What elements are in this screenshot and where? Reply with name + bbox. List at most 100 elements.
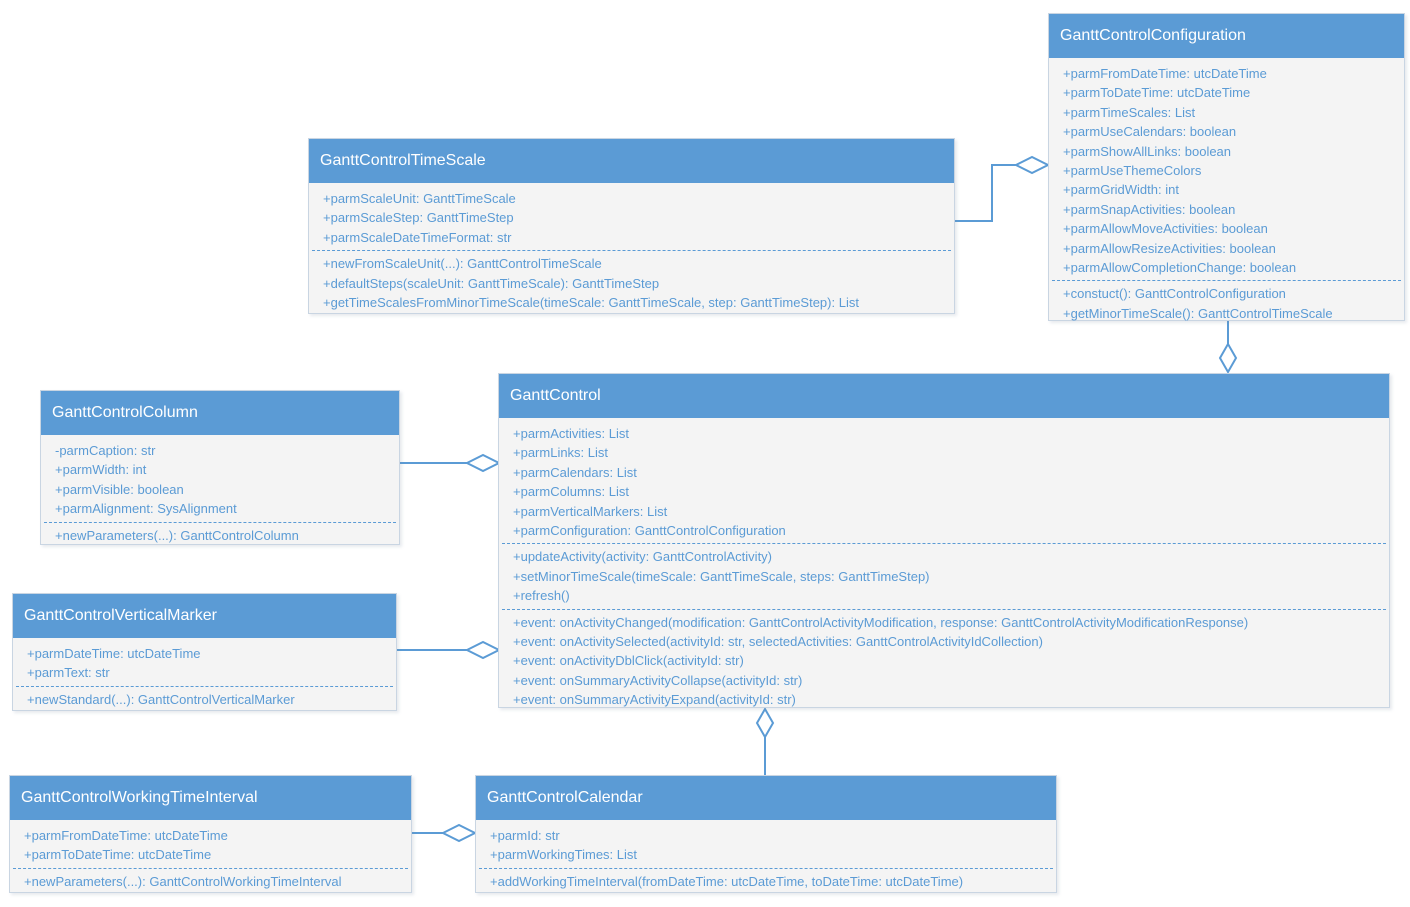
class-member: +parmAllowCompletionChange: boolean <box>1063 260 1297 276</box>
class-member: +addWorkingTimeInterval(fromDateTime: ut… <box>490 873 964 889</box>
class-box-gantt-control-configuration: GanttControlConfiguration +parmFromDateT… <box>1048 13 1405 321</box>
class-member: +parmId: str <box>490 828 560 843</box>
class-title: GanttControlWorkingTimeInterval <box>10 776 411 820</box>
class-member: +getTimeScalesFromMinorTimeScale(timeSca… <box>323 295 859 311</box>
class-member: +parmUseCalendars: boolean <box>1063 124 1237 140</box>
events-section: +event: onActivityChanged(modification: … <box>499 613 1389 710</box>
class-body: +parmActivities: List +parmLinks: List +pa… <box>499 418 1389 714</box>
connector-verticalmarker-to-ganttcontrol <box>397 640 502 660</box>
attributes-section: +parmScaleUnit: GanttTimeScale +parmScale… <box>309 189 954 247</box>
class-member: +parmScaleDateTimeFormat: str <box>323 229 512 245</box>
section-divider <box>502 543 1386 545</box>
section-divider <box>479 867 1053 869</box>
class-member: +newParameters(...): GanttControlWorking… <box>24 873 342 889</box>
connector-workingtimeinterval-to-calendar <box>412 823 478 843</box>
aggregation-diamond-icon <box>1013 155 1051 175</box>
class-member: +parmScaleUnit: GanttTimeScale <box>323 191 516 206</box>
class-member: +newStandard(...): GanttControlVerticalM… <box>27 691 295 707</box>
section-divider <box>16 685 393 687</box>
class-member: +event: onActivityDblClick(activityId: s… <box>513 653 744 669</box>
class-title: GanttControlColumn <box>41 391 399 435</box>
aggregation-diamond-icon <box>464 640 502 660</box>
class-member: -parmCaption: str <box>55 443 156 458</box>
class-member: +parmColumns: List <box>513 484 629 500</box>
class-title: GanttControlConfiguration <box>1049 14 1404 58</box>
class-member: +parmAllowResizeActivities: boolean <box>1063 240 1276 256</box>
attributes-section: +parmFromDateTime: utcDateTime +parmToDat… <box>1049 64 1404 277</box>
class-member: +parmCalendars: List <box>513 464 637 480</box>
class-member: +parmVisible: boolean <box>55 481 184 497</box>
class-member: +parmSnapActivities: boolean <box>1063 201 1236 217</box>
methods-section: +newFromScaleUnit(...): GanttControlTime… <box>309 254 954 312</box>
class-member: +parmWorkingTimes: List <box>490 847 638 863</box>
connector-calendar-to-ganttcontrol <box>755 706 775 775</box>
class-body: +parmScaleUnit: GanttTimeScale +parmScale… <box>309 183 954 316</box>
section-divider <box>13 867 408 869</box>
class-member: +parmWidth: int <box>55 462 147 478</box>
class-member: +parmFromDateTime: utcDateTime <box>24 828 228 843</box>
connector-timescale-to-configuration <box>955 155 1051 222</box>
class-member: +parmConfiguration: GanttControlConfigur… <box>513 523 786 539</box>
class-member: +defaultSteps(scaleUnit: GanttTimeScale)… <box>323 275 660 291</box>
aggregation-diamond-icon <box>440 823 478 843</box>
section-divider <box>44 521 396 523</box>
methods-section: +addWorkingTimeInterval(fromDateTime: ut… <box>476 872 1056 891</box>
class-member: +parmVerticalMarkers: List <box>513 503 668 519</box>
class-box-gantt-control-calendar: GanttControlCalendar +parmId: str +parmWo… <box>475 775 1057 893</box>
class-member: +updateActivity(activity: GanttControlAc… <box>513 549 773 565</box>
class-member: +parmLinks: List <box>513 445 609 461</box>
class-member: +event: onSummaryActivityCollapse(activi… <box>513 672 803 688</box>
class-member: +event: onActivitySelected(activityId: s… <box>513 634 1043 650</box>
class-title: GanttControlVerticalMarker <box>13 594 396 638</box>
attributes-section: -parmCaption: str +parmWidth: int +parmVis… <box>41 441 399 519</box>
class-member: +parmDateTime: utcDateTime <box>27 646 201 661</box>
class-body: -parmCaption: str +parmWidth: int +parmVis… <box>41 435 399 549</box>
aggregation-diamond-icon <box>1218 341 1238 375</box>
class-member: +parmAlignment: SysAlignment <box>55 501 237 517</box>
section-divider <box>502 608 1386 610</box>
class-member: +parmActivities: List <box>513 426 629 441</box>
methods-section: +newStandard(...): GanttControlVerticalM… <box>13 690 396 709</box>
class-box-gantt-control-column: GanttControlColumn -parmCaption: str +par… <box>40 390 400 545</box>
class-member: +parmToDateTime: utcDateTime <box>1063 85 1251 101</box>
class-body: +parmFromDateTime: utcDateTime +parmToDat… <box>1049 58 1404 327</box>
class-member: +parmUseThemeColors <box>1063 163 1202 179</box>
attributes-section: +parmFromDateTime: utcDateTime +parmToDat… <box>10 826 411 865</box>
attributes-section: +parmId: str +parmWorkingTimes: List <box>476 826 1056 865</box>
class-title: GanttControlTimeScale <box>309 139 954 183</box>
class-member: +event: onActivityChanged(modification: … <box>513 614 1249 630</box>
class-title: GanttControlCalendar <box>476 776 1056 820</box>
class-box-gantt-control-time-scale: GanttControlTimeScale +parmScaleUnit: Ga… <box>308 138 955 314</box>
class-member: +parmShowAllLinks: boolean <box>1063 143 1232 159</box>
class-member: +setMinorTimeScale(timeScale: GanttTimeS… <box>513 568 930 584</box>
class-member: +newFromScaleUnit(...): GanttControlTime… <box>323 256 602 272</box>
class-body: +parmId: str +parmWorkingTimes: List +add… <box>476 820 1056 895</box>
methods-section: +newParameters(...): GanttControlWorking… <box>10 872 411 891</box>
section-divider <box>312 250 951 252</box>
methods-section: +newParameters(...): GanttControlColumn <box>41 526 399 545</box>
connector-configuration-to-ganttcontrol <box>1218 321 1238 375</box>
class-member: +event: onSummaryActivityExpand(activity… <box>513 692 796 708</box>
aggregation-diamond-icon <box>464 453 502 473</box>
class-body: +parmDateTime: utcDateTime+parmText: str… <box>13 638 396 713</box>
class-member: +parmGridWidth: int <box>1063 182 1179 198</box>
class-box-gantt-control-working-time-interval: GanttControlWorkingTimeInterval +parmFro… <box>9 775 412 893</box>
class-member: +parmAllowMoveActivities: boolean <box>1063 221 1268 237</box>
class-member: +newParameters(...): GanttControlColumn <box>55 527 299 543</box>
methods-section: +updateActivity(activity: GanttControlAc… <box>499 547 1389 605</box>
class-member: +parmFromDateTime: utcDateTime <box>1063 66 1267 81</box>
connector-column-to-ganttcontrol <box>400 453 502 473</box>
connector-line <box>955 164 1016 222</box>
methods-section: +constuct(): GanttControlConfiguration+g… <box>1049 284 1404 323</box>
class-body: +parmFromDateTime: utcDateTime +parmToDat… <box>10 820 411 895</box>
class-member: +parmToDateTime: utcDateTime <box>24 847 212 863</box>
attributes-section: +parmActivities: List +parmLinks: List +pa… <box>499 424 1389 540</box>
class-box-gantt-control-vertical-marker: GanttControlVerticalMarker +parmDateTime… <box>12 593 397 711</box>
section-divider <box>1052 280 1401 282</box>
class-member: +refresh() <box>513 588 570 604</box>
class-member: +parmTimeScales: List <box>1063 104 1196 120</box>
class-member: +parmScaleStep: GanttTimeStep <box>323 210 514 226</box>
class-box-gantt-control: GanttControl +parmActivities: List+parmL… <box>498 373 1390 708</box>
attributes-section: +parmDateTime: utcDateTime+parmText: str <box>13 644 396 683</box>
